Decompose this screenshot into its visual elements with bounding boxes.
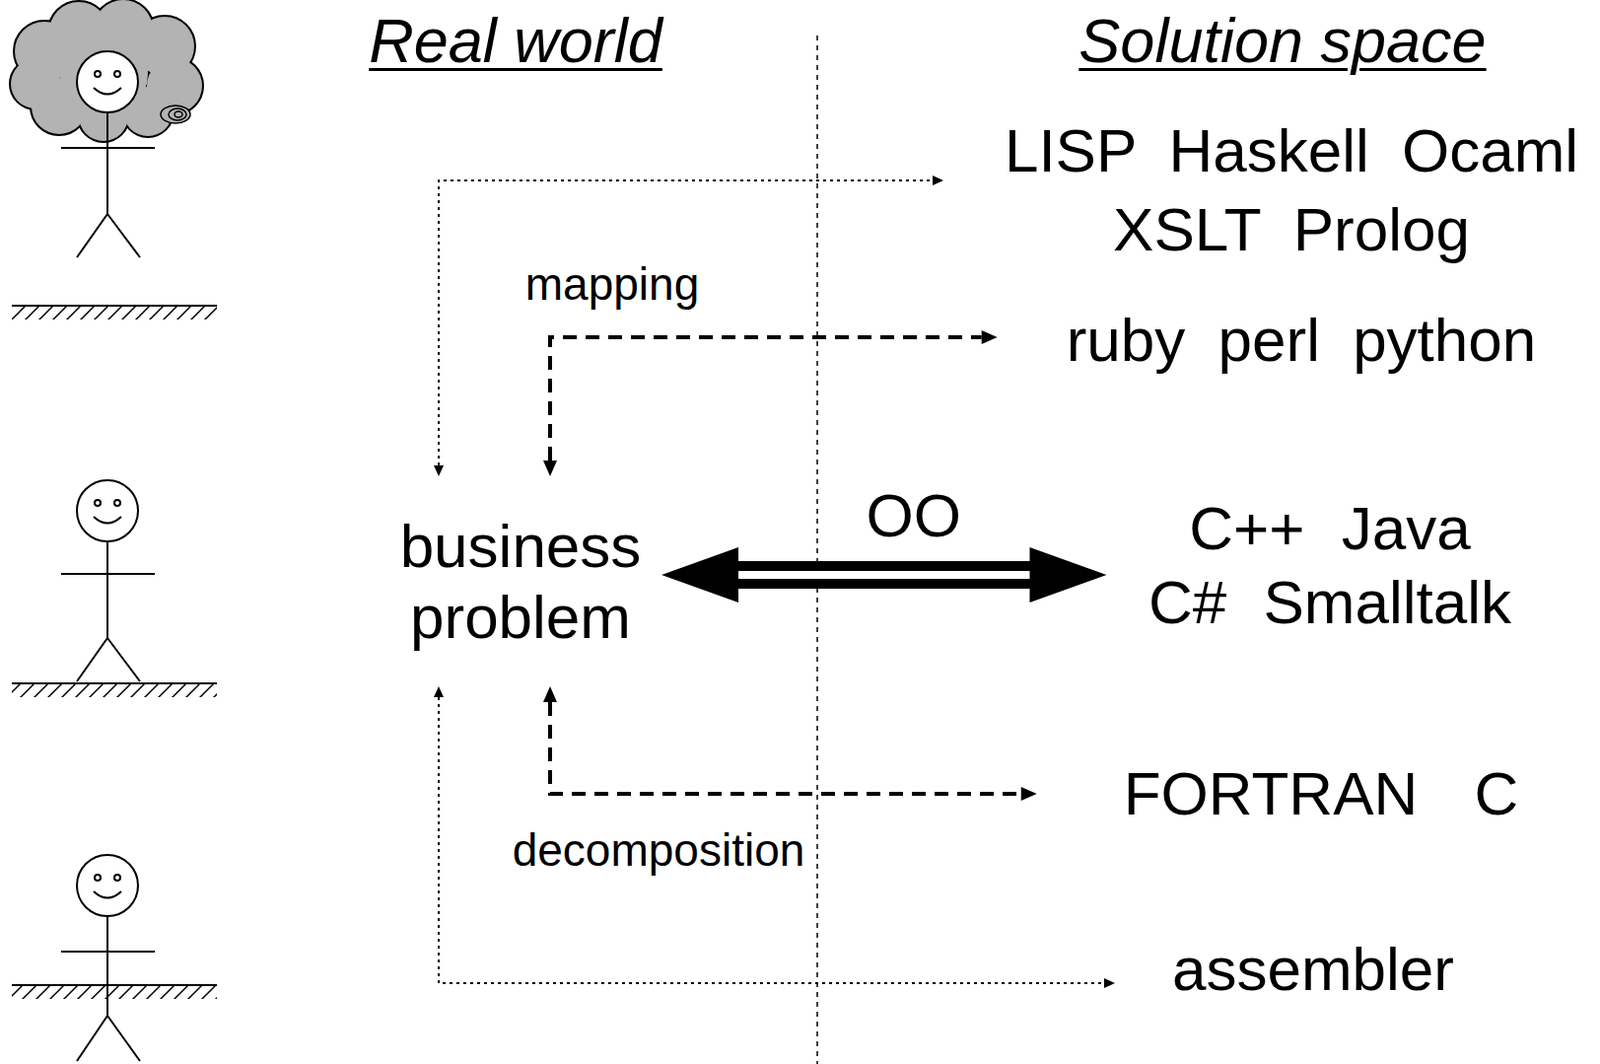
edge-label: decomposition	[508, 824, 810, 877]
language-group: ruby perl python	[1066, 304, 1537, 376]
language-group: C++ Java C# Smalltalk	[1140, 490, 1521, 639]
arrow-head	[433, 686, 444, 697]
arrow-head	[433, 465, 444, 477]
arrow-head	[543, 460, 557, 477]
arrow-head	[661, 547, 739, 603]
connector-stripe	[737, 570, 1032, 579]
node-text: C++ Java C# Smalltalk	[1140, 490, 1521, 639]
arrow-head	[1104, 977, 1115, 988]
connector	[543, 330, 998, 477]
connector	[543, 686, 1038, 801]
node-text: FORTRAN C	[1123, 758, 1520, 830]
divider-line	[816, 35, 819, 1064]
node-text: business problem	[387, 510, 654, 653]
region-heading: Solution space	[1078, 4, 1486, 76]
connector-shaft	[737, 560, 1032, 589]
language-group: assembler	[1172, 933, 1455, 1005]
ground-hatching	[11, 984, 217, 999]
problem-node: business problem	[387, 510, 654, 653]
node-text: ruby perl python	[1066, 304, 1537, 376]
arrow-head	[543, 686, 557, 702]
language-group: LISP Haskell Ocaml XSLT Prolog	[1000, 111, 1583, 270]
arrow-head	[1021, 786, 1038, 801]
connector	[661, 547, 1108, 603]
edge-label: OO	[862, 480, 966, 551]
connector	[433, 686, 1115, 988]
arrow-head	[1030, 547, 1108, 603]
edge-label: mapping	[521, 258, 703, 311]
region-heading: Real world	[368, 4, 663, 76]
connector-line	[550, 337, 982, 461]
stick-figure	[61, 480, 155, 682]
node-text: assembler	[1172, 933, 1455, 1005]
language-group: FORTRAN C	[1123, 758, 1520, 830]
connector-line	[550, 701, 1022, 794]
node-text: LISP Haskell Ocaml XSLT Prolog	[1000, 111, 1583, 270]
stick-figure	[61, 51, 155, 258]
arrow-head	[981, 330, 998, 345]
connector-line	[438, 696, 1105, 983]
ground-hatching	[11, 305, 217, 320]
ground-hatching	[11, 683, 217, 697]
connector-line	[438, 180, 933, 466]
arrow-head	[932, 175, 944, 186]
stick-figure	[61, 854, 155, 1061]
connector	[433, 175, 944, 477]
